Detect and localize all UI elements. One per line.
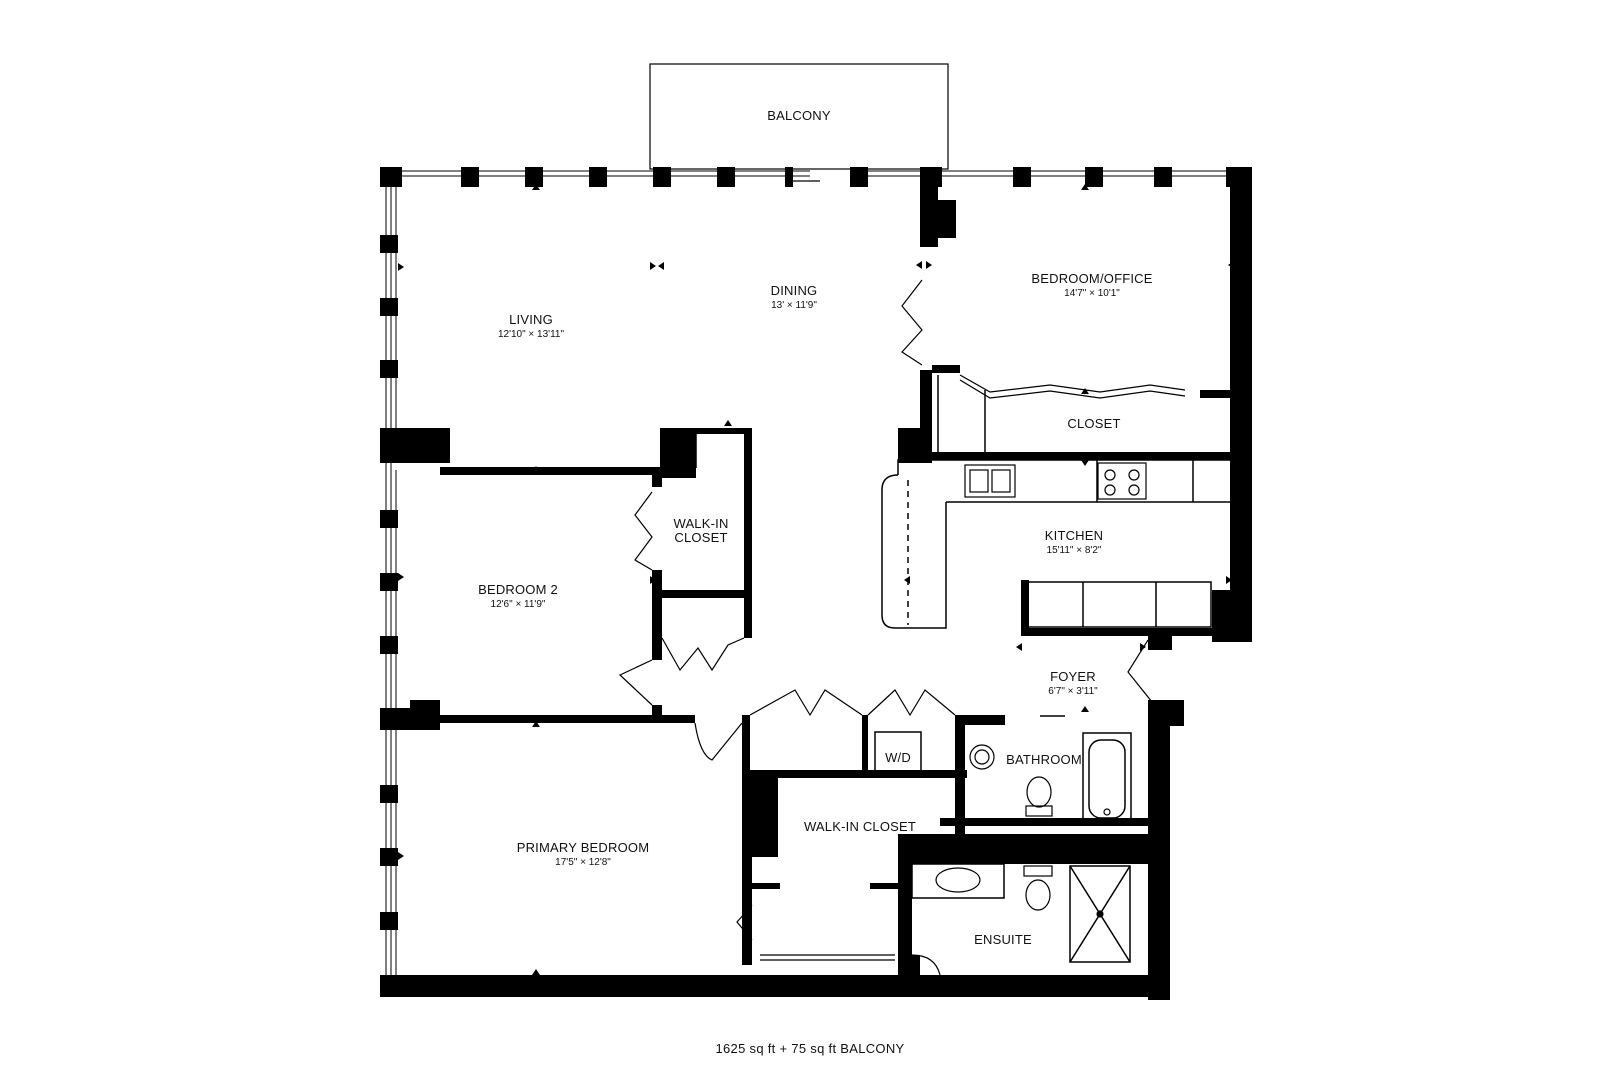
primary-bedroom-door	[694, 722, 743, 761]
walkin-closet-1-line1: WALK-IN	[673, 516, 728, 531]
bedroom2-name: BEDROOM 2	[478, 582, 558, 597]
dimension-markers	[398, 184, 1234, 975]
dining-dims: 13' × 11'9"	[771, 300, 817, 311]
ensuite-sink-icon	[935, 867, 981, 893]
walls	[380, 167, 1252, 1000]
bathroom-toilet-icon	[1026, 776, 1052, 808]
foyer-name: FOYER	[1050, 669, 1096, 684]
stove-icon	[1097, 462, 1147, 500]
bathroom-name: BATHROOM	[1006, 752, 1082, 767]
balcony: BALCONY	[649, 63, 949, 170]
kitchen-name: KITCHEN	[1045, 528, 1103, 543]
bedroom-office-name: BEDROOM/OFFICE	[1031, 271, 1152, 286]
ensuite-name: ENSUITE	[974, 932, 1032, 947]
balcony-outline	[649, 63, 949, 170]
dining-name: DINING	[771, 283, 818, 298]
doors	[618, 180, 1186, 976]
foyer-dims: 6'7" × 3'11"	[1048, 686, 1098, 697]
primary-bedroom-name: PRIMARY BEDROOM	[517, 840, 650, 855]
kitchen-sink-icon	[964, 464, 1016, 498]
closet-name: CLOSET	[1067, 416, 1120, 431]
bedroom2-dims: 12'6" × 11'9"	[491, 599, 546, 610]
ensuite-toilet-icon	[1025, 879, 1051, 911]
laundry-door-2	[867, 689, 956, 717]
room-labels: LIVING 12'10" × 13'11" DINING 13' × 11'9…	[478, 271, 1152, 947]
area-summary: 1625 sq ft + 75 sq ft BALCONY	[716, 1041, 905, 1056]
bathroom-sink-icon	[969, 744, 995, 770]
ensuite-door	[911, 954, 941, 976]
entry-door	[1127, 639, 1161, 713]
kitchen-dims: 15'11" × 8'2"	[1047, 545, 1102, 556]
kitchen-walls	[1021, 580, 1213, 650]
linen-closet-door	[661, 637, 745, 672]
partitions	[695, 375, 1236, 963]
balcony-label: BALCONY	[767, 108, 831, 123]
closet-door	[959, 374, 1186, 393]
bedroom-office-door	[901, 279, 923, 366]
walkin-closet-door	[634, 491, 653, 571]
fixtures	[935, 462, 1147, 918]
wd-name: W/D	[885, 750, 911, 765]
living-name: LIVING	[509, 312, 553, 327]
walkin-closet-2-name: WALK-IN CLOSET	[804, 819, 916, 834]
walkin-closet-1-line2: CLOSET	[674, 530, 727, 545]
bedroom2-door	[618, 659, 653, 706]
laundry-door-1	[749, 689, 863, 717]
walkin-closet-2-door	[736, 904, 753, 941]
bedroom-office-dims: 14'7" × 10'1"	[1064, 288, 1120, 299]
living-dims: 12'10" × 13'11"	[498, 329, 565, 340]
primary-bedroom-dims: 17'5" × 12'8"	[555, 857, 611, 868]
